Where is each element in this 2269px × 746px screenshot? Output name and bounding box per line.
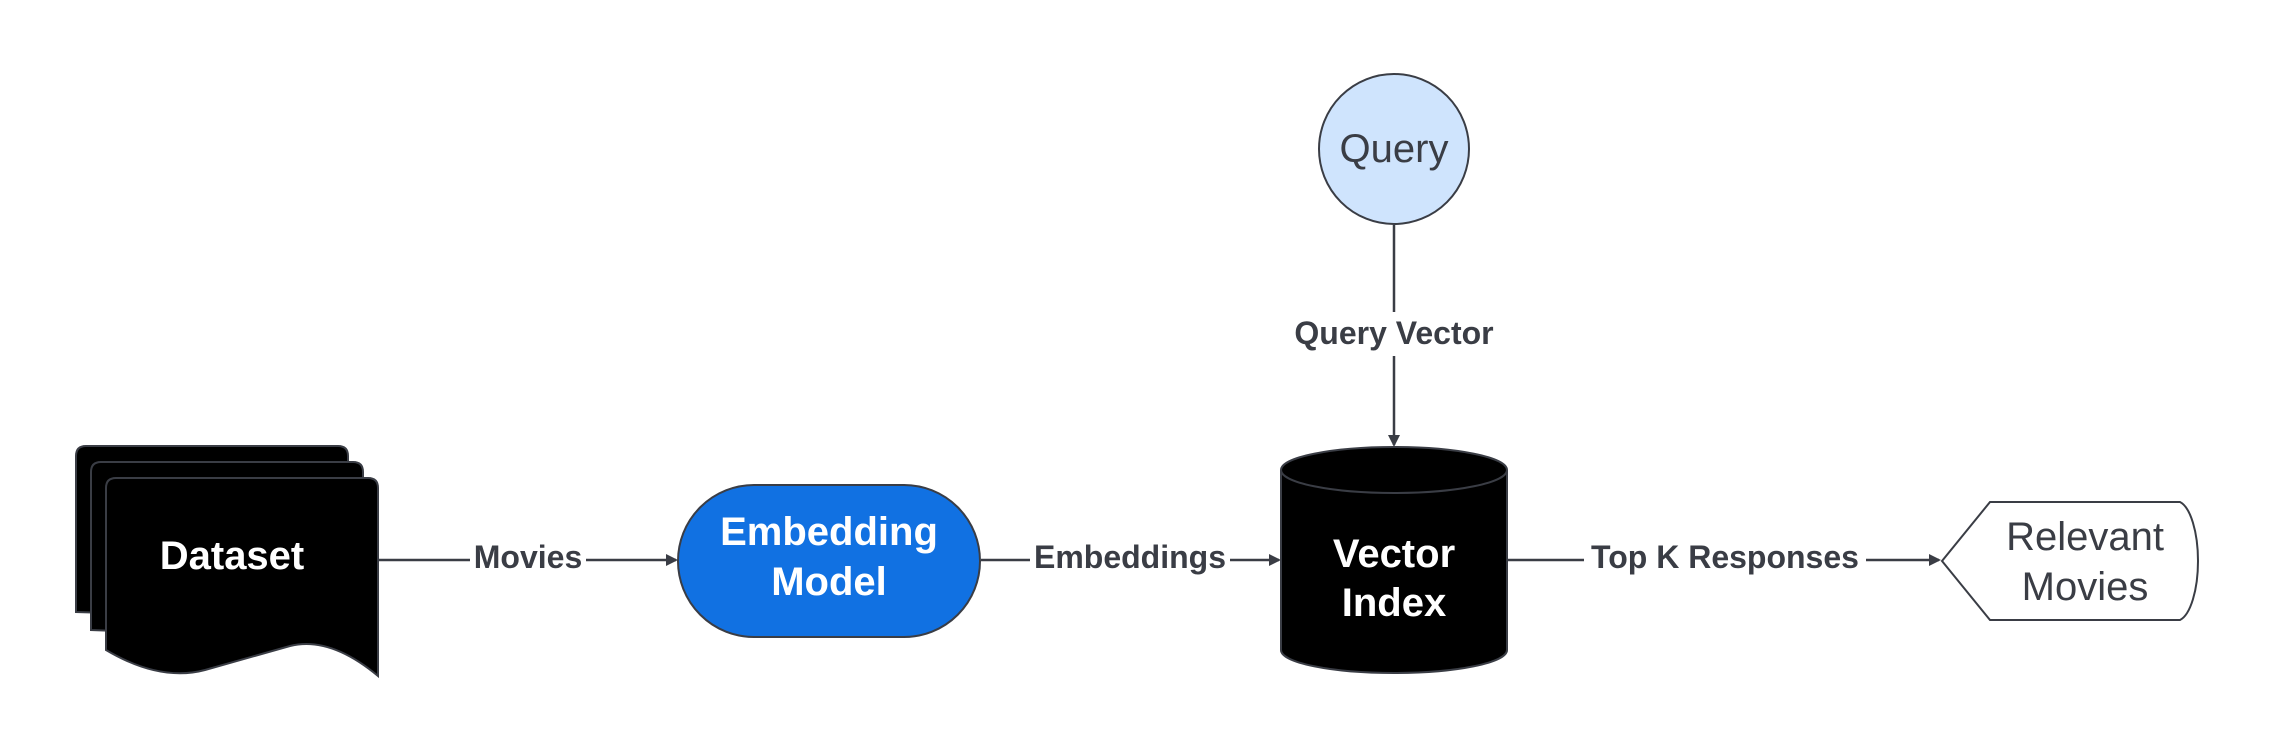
relevant-movies-node: Relevant Movies (1940, 501, 2199, 621)
relevant-movies-label-line2: Movies (2022, 565, 2149, 609)
query-label: Query (1340, 127, 1449, 171)
vector-index-body (1280, 470, 1508, 674)
embedding-model-label-line2: Model (771, 560, 887, 604)
edge-index-to-results: Top K Responses (1508, 539, 1941, 575)
edge-label-movies: Movies (474, 539, 582, 575)
vector-index-top (1280, 446, 1508, 494)
vector-index-label-line2: Index (1342, 581, 1446, 625)
query-shape (1318, 73, 1470, 225)
edge-label-embeddings: Embeddings (1034, 539, 1226, 575)
relevant-movies-shape (1940, 501, 2199, 621)
dataset-node: Dataset (75, 445, 379, 679)
relevant-movies-label-line1: Relevant (2006, 515, 2164, 559)
edge-query-to-index: Query Vector (1294, 225, 1494, 447)
edge-label-top-k-responses: Top K Responses (1591, 539, 1859, 575)
dataset-label: Dataset (160, 534, 305, 578)
embedding-model-node: Embedding Model (677, 484, 981, 638)
embedding-model-label-line1: Embedding (720, 510, 938, 554)
query-node: Query (1318, 73, 1470, 225)
vector-index-label-line1: Vector (1333, 532, 1455, 576)
edge-dataset-to-model: Movies (379, 539, 678, 575)
dataset-page-front (105, 477, 379, 679)
embedding-model-shape (677, 484, 981, 638)
edge-label-query-vector: Query Vector (1294, 315, 1493, 351)
vector-index-node: Vector Index (1280, 446, 1508, 674)
edge-model-to-index: Embeddings (981, 539, 1281, 575)
